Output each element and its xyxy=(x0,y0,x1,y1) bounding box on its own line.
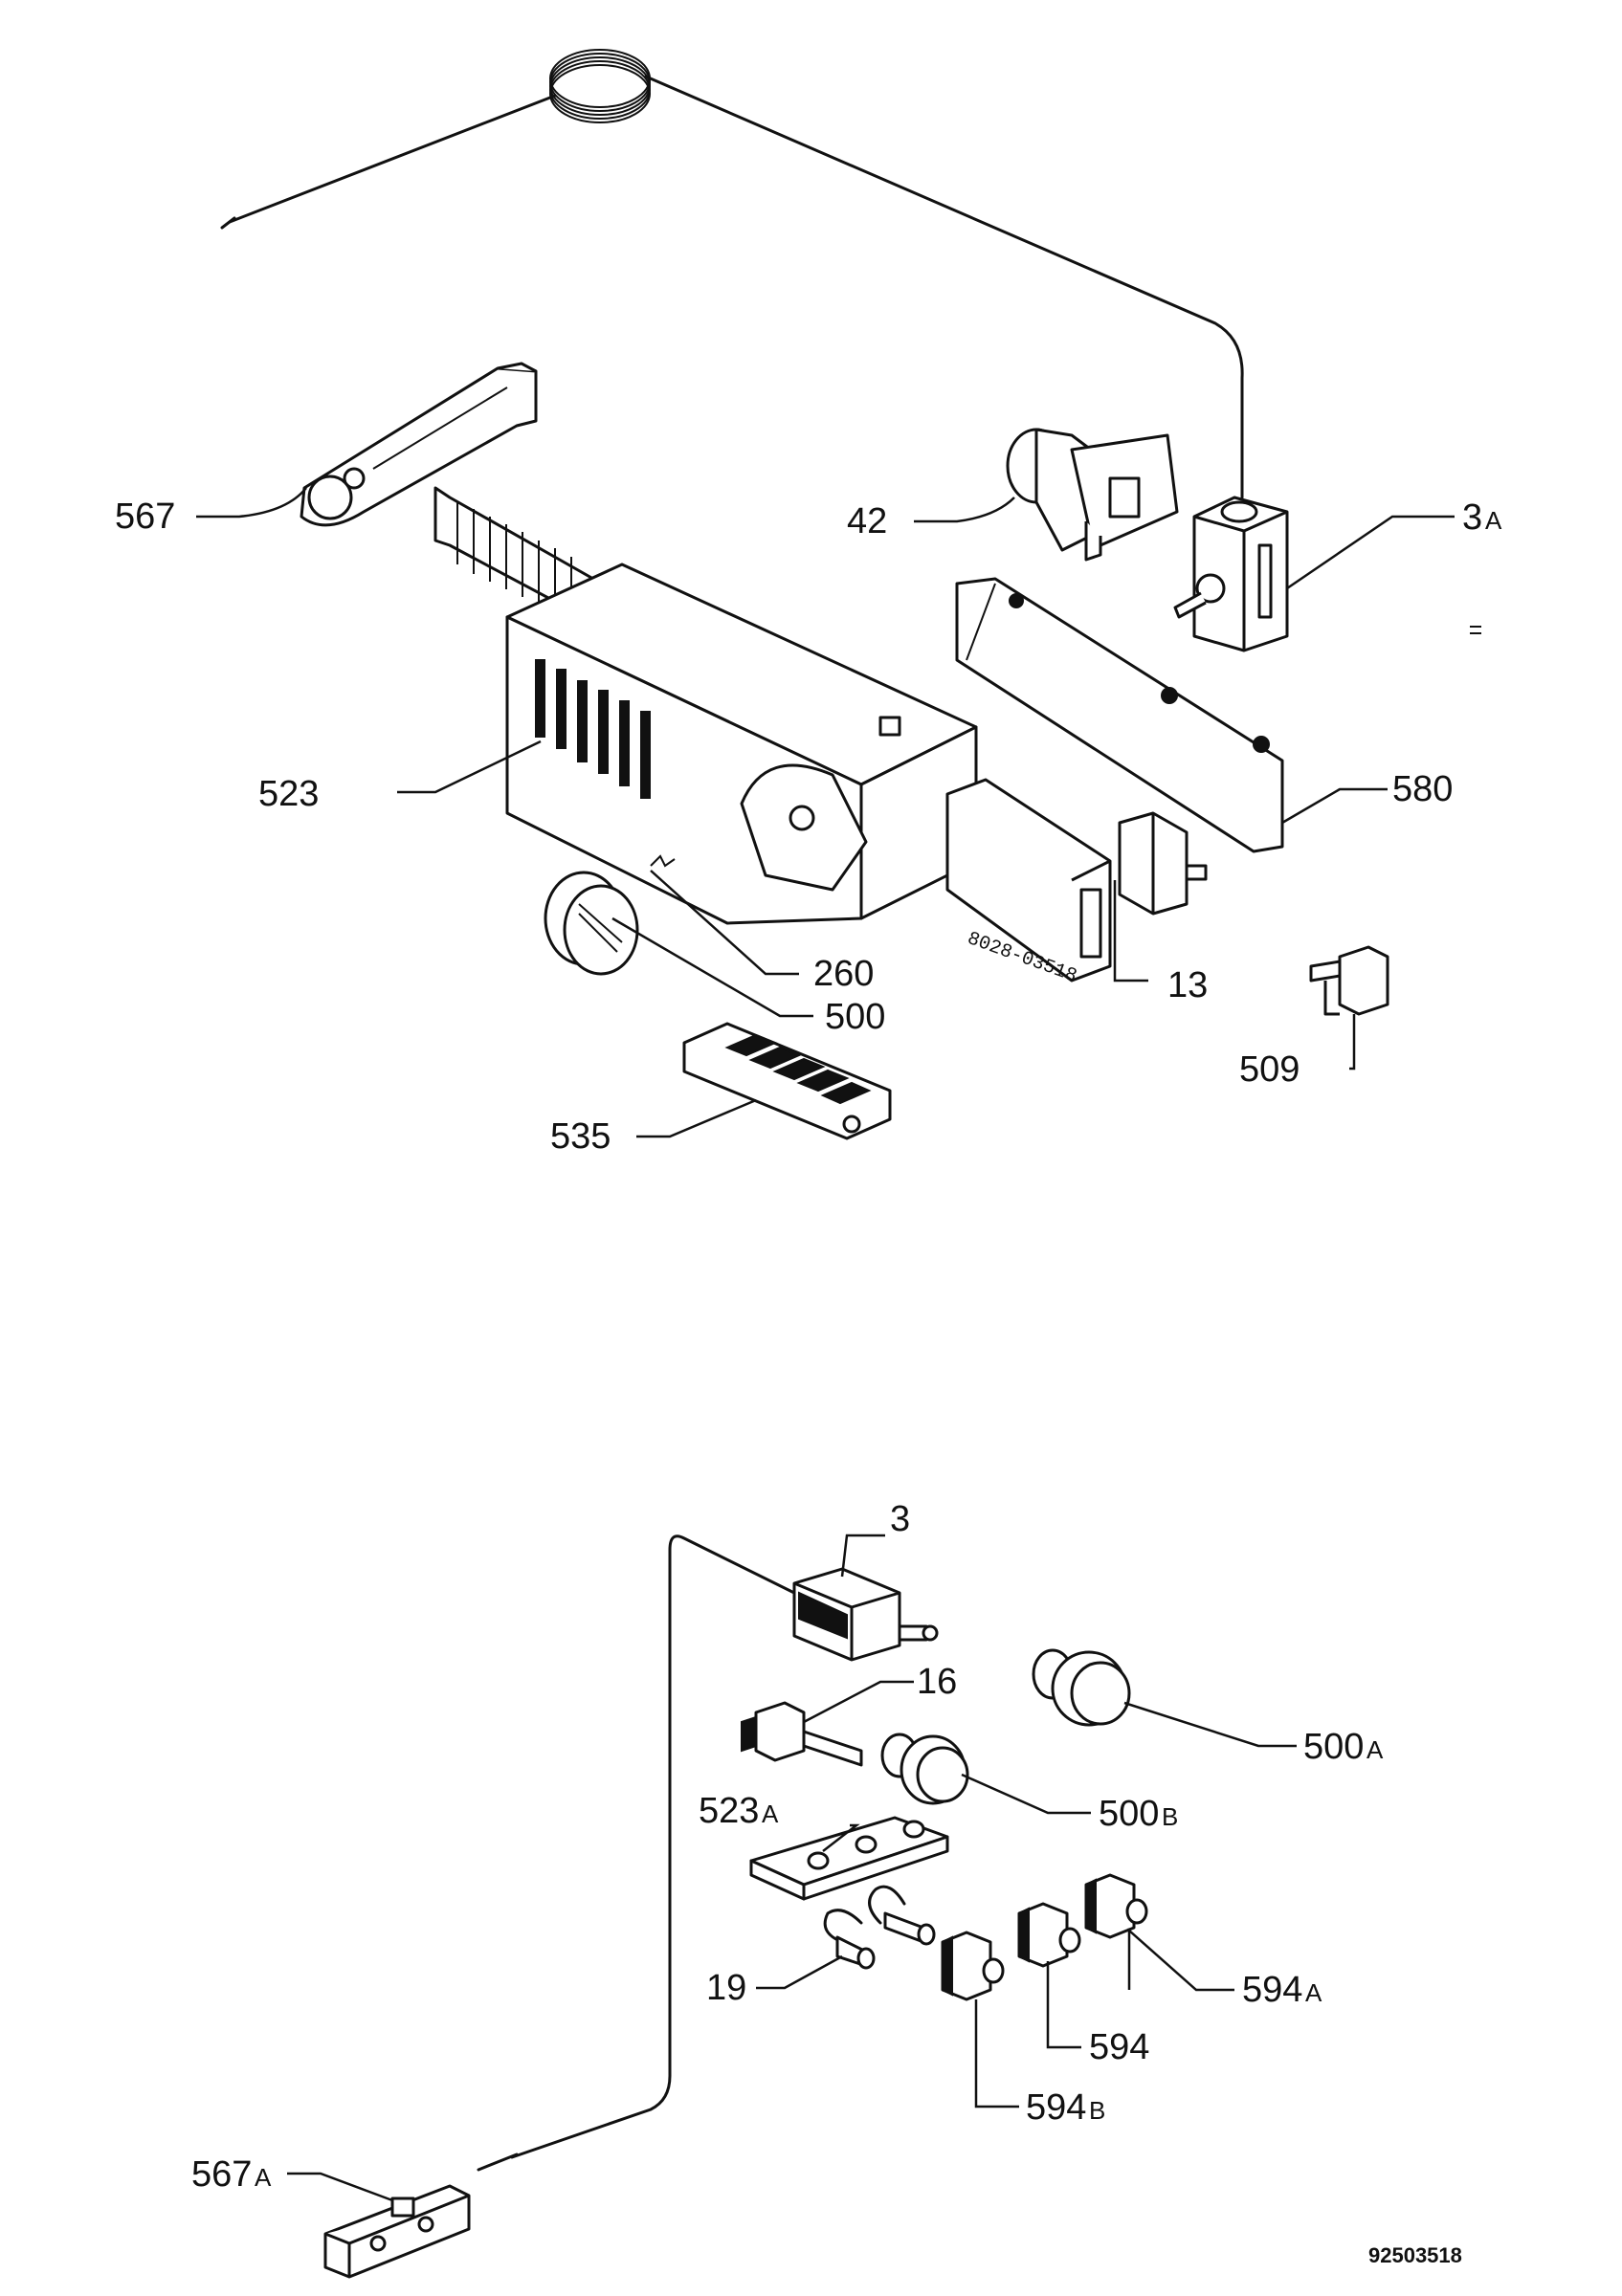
part-500b-knob xyxy=(880,1733,969,1805)
part-594-button xyxy=(1017,1902,1081,1968)
label-260: 260 xyxy=(813,954,874,994)
label-42: 42 xyxy=(847,501,887,541)
label-500a: 500 A xyxy=(1303,1727,1384,1767)
label-594b: 594 B xyxy=(1026,2087,1105,2128)
part-260-spring-clip xyxy=(650,854,676,868)
label-594a: 594 A xyxy=(1242,1970,1322,2010)
svg-text:A: A xyxy=(1485,506,1502,535)
part-42-lamp-holder xyxy=(1006,428,1179,562)
svg-text:567: 567 xyxy=(191,2154,252,2195)
label-500b: 500 B xyxy=(1099,1794,1178,1834)
label-19: 19 xyxy=(706,1968,746,2008)
svg-text:500: 500 xyxy=(1303,1727,1364,1767)
label-3a: 3 A xyxy=(1462,497,1502,538)
part-3-thermostat-switch xyxy=(792,1567,939,1662)
label-16: 16 xyxy=(917,1662,957,1702)
part-567a-sensor-clip xyxy=(323,2184,471,2279)
leader-lines-bottom xyxy=(287,1534,1297,2202)
svg-text:A: A xyxy=(1305,1978,1322,2007)
part-509-push-button xyxy=(1309,945,1389,1016)
label-580: 580 xyxy=(1392,769,1453,809)
part-594b-button xyxy=(941,1931,1005,2001)
label-535: 535 xyxy=(550,1116,611,1157)
part-535-grille xyxy=(682,1022,892,1140)
label-567a: 567 A xyxy=(191,2154,272,2195)
part-500a-knob xyxy=(1032,1648,1131,1727)
label-13: 13 xyxy=(1167,965,1208,1005)
part-523a-switch-bar xyxy=(749,1816,949,1901)
label-523: 523 xyxy=(258,774,319,814)
part-3a-thermostat xyxy=(1173,496,1289,652)
svg-text:B: B xyxy=(1089,2096,1105,2125)
svg-text:594: 594 xyxy=(1242,1970,1302,2010)
svg-text:523: 523 xyxy=(699,1791,759,1831)
capillary-tube-bottom xyxy=(477,1534,796,2172)
part-580-circuit-board xyxy=(955,577,1284,853)
document-number: 92503518 xyxy=(1368,2243,1462,2267)
stray-marks xyxy=(1470,626,1481,634)
part-523-control-housing xyxy=(433,486,978,925)
svg-text:A: A xyxy=(255,2163,272,2192)
part-594a-button xyxy=(1084,1873,1148,1939)
part-500-knob xyxy=(544,871,639,976)
part-16-toggle-switch xyxy=(741,1701,863,1767)
label-500: 500 xyxy=(825,997,885,1037)
part-cover-plate xyxy=(945,778,1112,982)
leader-lines-top xyxy=(196,487,1455,1138)
svg-text:A: A xyxy=(1366,1735,1384,1764)
label-509: 509 xyxy=(1239,1049,1300,1090)
label-523a: 523 A xyxy=(699,1791,779,1831)
label-567: 567 xyxy=(115,497,175,537)
part-567-sensor-clip xyxy=(300,362,538,527)
part-19-lamps xyxy=(823,1885,936,1970)
svg-text:B: B xyxy=(1162,1802,1178,1831)
svg-text:A: A xyxy=(762,1799,779,1828)
label-3: 3 xyxy=(890,1499,910,1539)
svg-text:500: 500 xyxy=(1099,1794,1159,1834)
part-13-switch xyxy=(1118,811,1208,916)
svg-text:594: 594 xyxy=(1026,2087,1086,2128)
capillary-tube-top xyxy=(220,49,1244,499)
svg-text:3: 3 xyxy=(1462,497,1482,538)
label-594: 594 xyxy=(1089,2027,1149,2067)
